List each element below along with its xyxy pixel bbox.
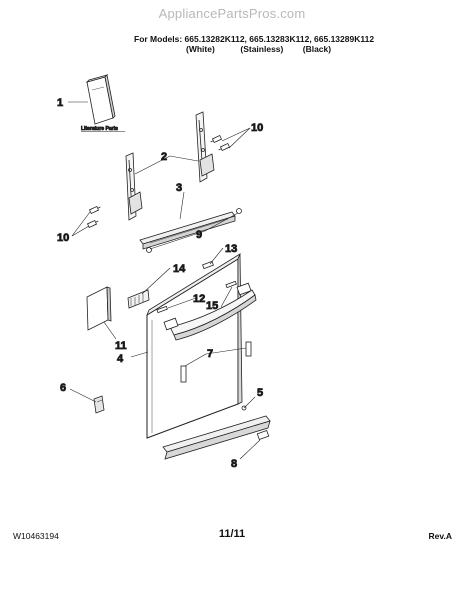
- model-header: For Models: 665.13282K112, 665.13283K112…: [134, 34, 374, 54]
- door-panel: [146, 253, 243, 439]
- callout-3: 3: [176, 182, 182, 194]
- leader-lines: [68, 101, 261, 460]
- literature-booklet: [85, 74, 116, 125]
- callout-10-bottom: 10: [57, 232, 69, 244]
- callout-4: 4: [117, 353, 124, 365]
- callout-2: 2: [161, 151, 167, 163]
- callout-14: 14: [173, 263, 186, 275]
- latch-part: [127, 289, 150, 309]
- callout-9: 9: [196, 229, 202, 241]
- page-number: 11/11: [218, 528, 246, 540]
- rating-label: [86, 286, 112, 331]
- literature-label: Literature Parts: [81, 126, 118, 132]
- handle-pins: [180, 341, 252, 383]
- variant-white: (White): [186, 44, 215, 54]
- revision: Rev.A: [428, 531, 452, 541]
- watermark: AppliancePartsPros.com: [158, 6, 306, 21]
- callout-10-top: 10: [251, 122, 263, 134]
- hinge-bracket-left: [125, 152, 143, 221]
- callout-1: 1: [57, 97, 63, 109]
- bottom-trim: [162, 405, 271, 460]
- door-handle: [163, 282, 257, 341]
- hinge-screws: [86, 134, 231, 229]
- callout-5: 5: [257, 387, 263, 399]
- bottom-screw: [256, 429, 270, 441]
- models-line: For Models: 665.13282K112, 665.13283K112…: [134, 34, 375, 44]
- callout-13: 13: [225, 243, 237, 255]
- doc-number: W10463194: [13, 531, 59, 541]
- clip-part: [93, 395, 105, 414]
- handle-screws: [156, 280, 237, 314]
- hinge-bracket-right: [195, 111, 215, 183]
- callout-12: 12: [193, 293, 205, 305]
- callout-6: 6: [60, 382, 66, 394]
- callout-7: 7: [207, 348, 213, 360]
- variants-line: (White) (Stainless) (Black): [134, 44, 374, 54]
- variant-black: (Black): [302, 44, 332, 54]
- callout-8: 8: [231, 458, 237, 470]
- callout-11: 11: [115, 340, 127, 352]
- vent-strip: [139, 208, 242, 253]
- callout-15: 15: [206, 300, 218, 312]
- top-screw: [202, 260, 214, 270]
- variant-stainless: (Stainless): [240, 44, 284, 54]
